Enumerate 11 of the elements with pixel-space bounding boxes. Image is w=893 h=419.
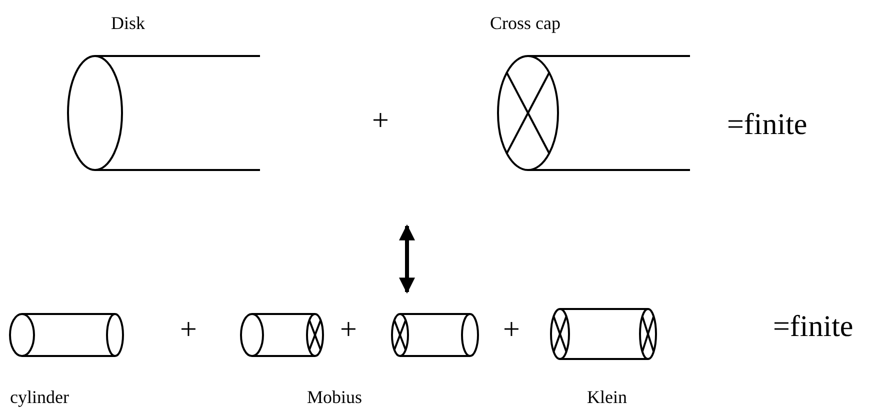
figure-caption: Cross cap [490,14,560,32]
figure-caption: cylinder [10,388,69,406]
figure-caption: Klein [587,388,627,406]
equation-result: =finite [727,110,808,140]
figure-caption: Disk [111,14,146,32]
equation-result: =finite [773,312,854,342]
plus-sign: + [340,315,357,345]
plus-sign: + [503,315,520,345]
plus-sign: + [180,315,197,345]
figure-caption: Mobius [307,388,362,406]
plus-sign: + [372,106,389,136]
